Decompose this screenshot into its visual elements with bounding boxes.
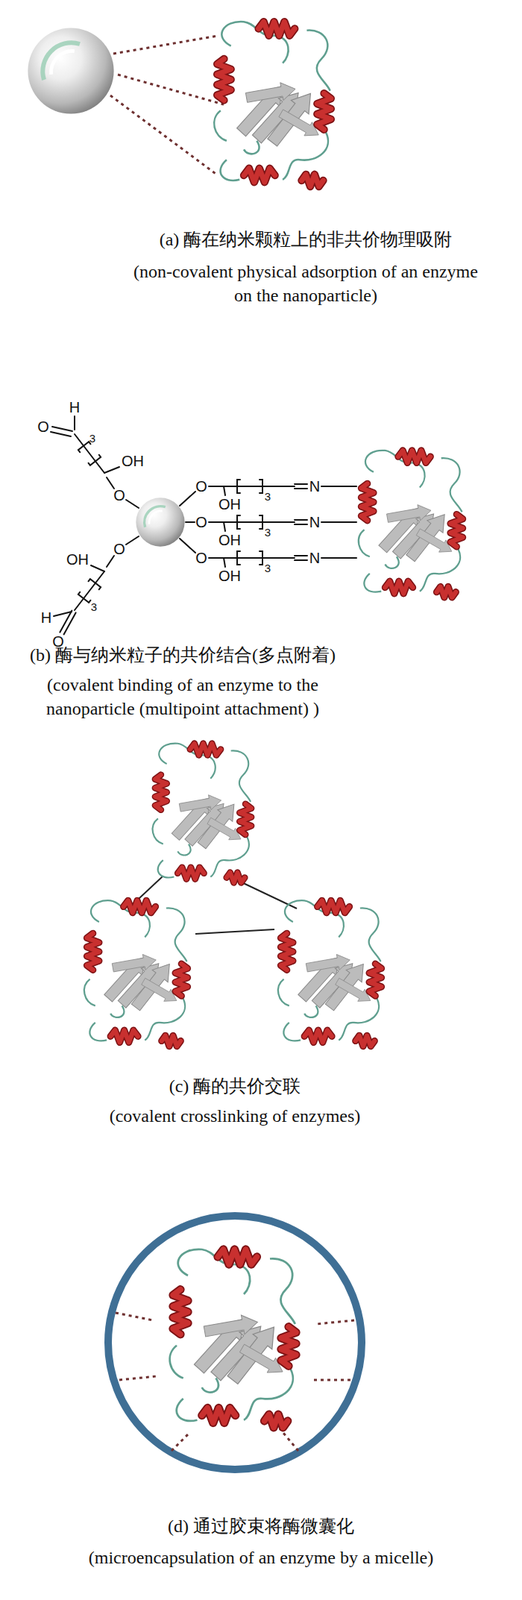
caption-zh: (b) 酶与纳米粒子的共价结合(多点附着) xyxy=(7,642,358,667)
subscript-number: 3 xyxy=(264,490,271,502)
dotted-line xyxy=(279,1428,299,1451)
dotted-line xyxy=(117,74,224,105)
bond xyxy=(50,431,71,437)
dotted-line xyxy=(313,1378,351,1382)
enzyme xyxy=(214,21,332,187)
caption-en: (microencapsulation of an enzyme by a mi… xyxy=(0,1545,522,1569)
bracket xyxy=(88,578,102,590)
enzyme xyxy=(152,743,252,883)
dotted-line xyxy=(115,1312,153,1320)
adsorption-links xyxy=(110,35,224,176)
panel-a-art xyxy=(27,21,331,187)
atom-label: OH xyxy=(121,453,144,469)
bond xyxy=(208,485,295,487)
dotted-line xyxy=(113,35,218,54)
enzyme xyxy=(358,450,464,598)
bond xyxy=(321,485,357,487)
atom-label: O xyxy=(113,487,126,503)
dotted-line xyxy=(316,1319,355,1324)
bond xyxy=(104,466,120,473)
bond xyxy=(126,536,139,545)
atom-label: O xyxy=(195,478,208,494)
bond xyxy=(126,499,139,508)
atom-label: OH xyxy=(218,532,241,548)
double-bond xyxy=(294,519,308,525)
bond xyxy=(52,426,73,432)
crosslink-line xyxy=(195,929,275,934)
subscript-number: 3 xyxy=(264,526,271,538)
bond xyxy=(64,612,77,634)
dotted-line xyxy=(171,1431,191,1451)
bond xyxy=(321,521,357,523)
bracket xyxy=(78,441,91,452)
caption-en: (covalent binding of an enzyme to the na… xyxy=(7,672,358,722)
panel-c-art xyxy=(84,743,382,1047)
atom-label: OH xyxy=(218,496,241,512)
right-chain xyxy=(208,515,357,531)
caption-en: (non-covalent physical adsorption of an … xyxy=(126,259,485,308)
atom-label: O xyxy=(195,550,208,566)
bond xyxy=(223,522,226,531)
atom-label: O xyxy=(37,419,50,435)
bond xyxy=(321,557,357,559)
atom-label: N xyxy=(309,550,320,566)
bond xyxy=(179,491,196,506)
caption-zh: (c) 酶的共价交联 xyxy=(0,1073,470,1098)
panel-b-art xyxy=(50,416,464,634)
atom-label: N xyxy=(309,478,320,494)
bracket xyxy=(259,515,263,529)
bracket xyxy=(237,479,241,493)
micelle xyxy=(108,1215,362,1470)
right-chain xyxy=(208,551,357,567)
enzyme xyxy=(84,900,188,1046)
bond xyxy=(90,565,105,572)
subscript-number: 3 xyxy=(90,601,97,613)
bond xyxy=(185,521,195,523)
bond xyxy=(223,557,226,567)
bond xyxy=(208,521,295,523)
double-bond xyxy=(294,483,308,489)
atom-label: N xyxy=(309,514,320,530)
nanoparticle xyxy=(27,27,114,114)
chemical-bonds xyxy=(50,416,357,634)
bond xyxy=(179,538,196,553)
atom-label: H xyxy=(69,399,80,415)
bond xyxy=(73,416,76,430)
double-bond xyxy=(294,555,308,561)
atom-label: H xyxy=(41,609,52,625)
bond xyxy=(223,486,226,496)
bracket xyxy=(259,551,263,565)
atom-label: OH xyxy=(66,551,89,567)
subscript-number: 3 xyxy=(89,432,96,444)
nanoparticle xyxy=(135,497,185,546)
bond xyxy=(208,557,295,559)
dotted-line xyxy=(119,1375,157,1380)
bond xyxy=(106,477,115,489)
bracket xyxy=(259,479,263,493)
atom-label: OH xyxy=(218,568,241,584)
caption-en: (covalent crosslinking of enzymes) xyxy=(0,1103,470,1128)
bracket xyxy=(237,551,241,565)
caption-zh: (a) 酶在纳米颗粒上的非共价物理吸附 xyxy=(126,227,485,252)
bond xyxy=(59,610,72,633)
right-chain xyxy=(208,479,357,496)
bond xyxy=(74,571,105,610)
caption-zh: (d) 通过胶束将酶微囊化 xyxy=(0,1513,522,1538)
dotted-line xyxy=(110,95,218,176)
enzyme xyxy=(170,1249,297,1428)
atom-label: O xyxy=(113,541,126,557)
bracket xyxy=(88,454,102,466)
atom-label: O xyxy=(195,514,208,530)
bond xyxy=(106,555,115,567)
bracket xyxy=(78,592,91,603)
enzyme xyxy=(278,900,382,1046)
bracket xyxy=(237,515,241,529)
subscript-number: 3 xyxy=(264,562,271,574)
panel-d-art xyxy=(108,1215,362,1470)
